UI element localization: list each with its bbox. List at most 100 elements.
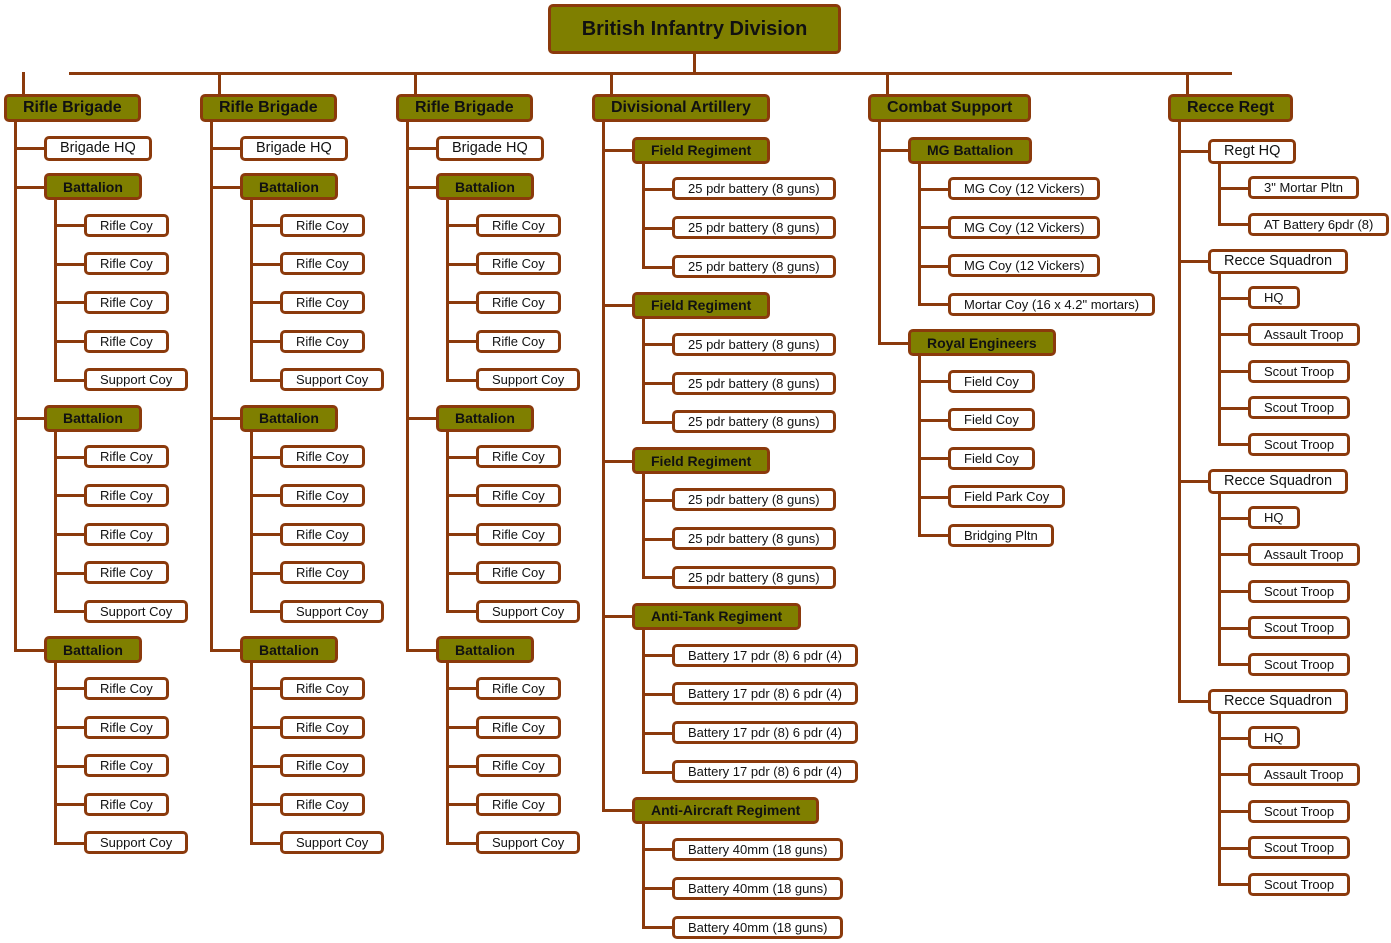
branch-line <box>1218 810 1248 814</box>
spine-line <box>250 663 253 844</box>
leaf-box-label: Rifle Coy <box>492 796 545 812</box>
unit-box: Royal Engineers <box>908 329 1056 356</box>
branch-line <box>1218 773 1248 777</box>
leaf-box-label: AT Battery 6pdr (8) <box>1264 216 1374 232</box>
leaf-box-label: Support Coy <box>296 603 369 619</box>
branch-line <box>54 726 84 729</box>
branch-line <box>1218 516 1248 520</box>
leaf-box: Assault Troop <box>1248 322 1360 346</box>
leaf-box-label: Battery 17 pdr (8) 6 pdr (4) <box>688 647 842 663</box>
leaf-box: MG Coy (12 Vickers) <box>948 254 1101 277</box>
branch-line <box>642 654 672 658</box>
branch-line <box>642 576 672 580</box>
unit-box-label: Battalion <box>63 178 123 195</box>
branch-line <box>878 149 908 152</box>
leaf-box: Rifle Coy <box>476 329 561 353</box>
column-head-label: Rifle Brigade <box>415 99 514 116</box>
branch-line <box>1218 333 1248 337</box>
branch-line <box>1218 663 1248 667</box>
spine-line <box>446 431 449 613</box>
branch-line <box>642 420 672 424</box>
branch-line <box>918 457 948 460</box>
unit-box: Field Regiment <box>632 291 771 319</box>
leaf-box: Rifle Coy <box>84 445 169 469</box>
leaf-box-label: Rifle Coy <box>296 526 349 542</box>
branch-line <box>918 303 948 306</box>
branch-line <box>642 692 672 696</box>
leaf-box-label: 25 pdr battery (8 guns) <box>688 492 820 508</box>
branch-line <box>250 224 280 228</box>
unit-box-label: Anti-Aircraft Regiment <box>651 802 801 819</box>
branch-line <box>54 687 84 691</box>
leaf-box: Rifle Coy <box>476 445 561 469</box>
subunit-box: Brigade HQ <box>436 135 544 161</box>
column-head-label: Divisional Artillery <box>611 99 751 116</box>
branch-line <box>446 378 476 382</box>
branch-line <box>54 301 84 305</box>
branch-line <box>1218 590 1248 594</box>
division-title-box: British Infantry Division <box>548 4 841 54</box>
leaf-box-label: Rifle Coy <box>100 487 153 503</box>
leaf-box-label: Support Coy <box>100 372 173 388</box>
branch-line <box>642 187 672 191</box>
branch-line <box>54 455 84 459</box>
branch-line <box>1218 443 1248 447</box>
unit-box: Battalion <box>436 636 534 664</box>
leaf-box: Scout Troop <box>1248 359 1351 383</box>
branch-line <box>54 610 84 614</box>
leaf-box: Rifle Coy <box>280 445 365 469</box>
subunit-box: Regt HQ <box>1208 138 1297 164</box>
column-drop-line <box>886 72 889 94</box>
leaf-box: Mortar Coy (16 x 4.2" mortars) <box>948 292 1156 316</box>
unit-box-label: Field Regiment <box>651 452 752 469</box>
branch-line <box>406 417 436 421</box>
spine-line <box>446 200 449 381</box>
leaf-box: Scout Troop <box>1248 836 1351 860</box>
leaf-box-label: 25 pdr battery (8 guns) <box>688 569 820 585</box>
leaf-box: 25 pdr battery (8 guns) <box>672 527 836 550</box>
branch-line <box>602 149 632 152</box>
subunit-box: Brigade HQ <box>240 135 348 161</box>
branch-line <box>1178 260 1208 263</box>
leaf-box-label: Rifle Coy <box>492 449 545 465</box>
column-head: Divisional Artillery <box>592 94 770 122</box>
leaf-box: MG Coy (12 Vickers) <box>948 177 1101 200</box>
branch-line <box>642 382 672 386</box>
branch-line <box>446 726 476 729</box>
division-bus-line <box>69 72 1232 75</box>
leaf-box-label: Rifle Coy <box>492 217 545 233</box>
branch-line <box>918 226 948 229</box>
branch-line <box>14 417 44 421</box>
subunit-box-label: Recce Squadron <box>1224 693 1333 710</box>
branch-line <box>642 498 672 502</box>
unit-box-label: Battalion <box>455 178 515 195</box>
branch-line <box>210 185 240 189</box>
branch-line <box>446 610 476 614</box>
column-head-label: Rifle Brigade <box>219 99 318 116</box>
leaf-box-label: Rifle Coy <box>492 680 545 696</box>
branch-line <box>878 341 908 345</box>
branch-line <box>446 687 476 691</box>
column-drop-line <box>218 72 221 94</box>
leaf-box-label: Support Coy <box>100 603 173 619</box>
leaf-box-label: 25 pdr battery (8 guns) <box>688 375 820 391</box>
leaf-box: Assault Troop <box>1248 542 1360 566</box>
leaf-box: Rifle Coy <box>84 561 169 585</box>
spine-line <box>250 431 253 613</box>
leaf-box: Rifle Coy <box>84 792 169 816</box>
spine-line <box>14 122 17 652</box>
spine-line <box>446 663 449 844</box>
branch-line <box>250 262 280 266</box>
branch-line <box>250 803 280 807</box>
leaf-box-label: Rifle Coy <box>492 719 545 735</box>
leaf-box: Scout Troop <box>1248 652 1351 676</box>
branch-line <box>54 262 84 266</box>
leaf-box: Rifle Coy <box>280 522 365 546</box>
branch-line <box>14 147 44 150</box>
unit-box: Field Regiment <box>632 447 771 475</box>
leaf-box-label: Rifle Coy <box>100 719 153 735</box>
leaf-box-label: 25 pdr battery (8 guns) <box>688 414 820 430</box>
unit-box-label: Field Regiment <box>651 142 752 158</box>
branch-line <box>446 224 476 228</box>
unit-box: Battalion <box>436 173 534 201</box>
